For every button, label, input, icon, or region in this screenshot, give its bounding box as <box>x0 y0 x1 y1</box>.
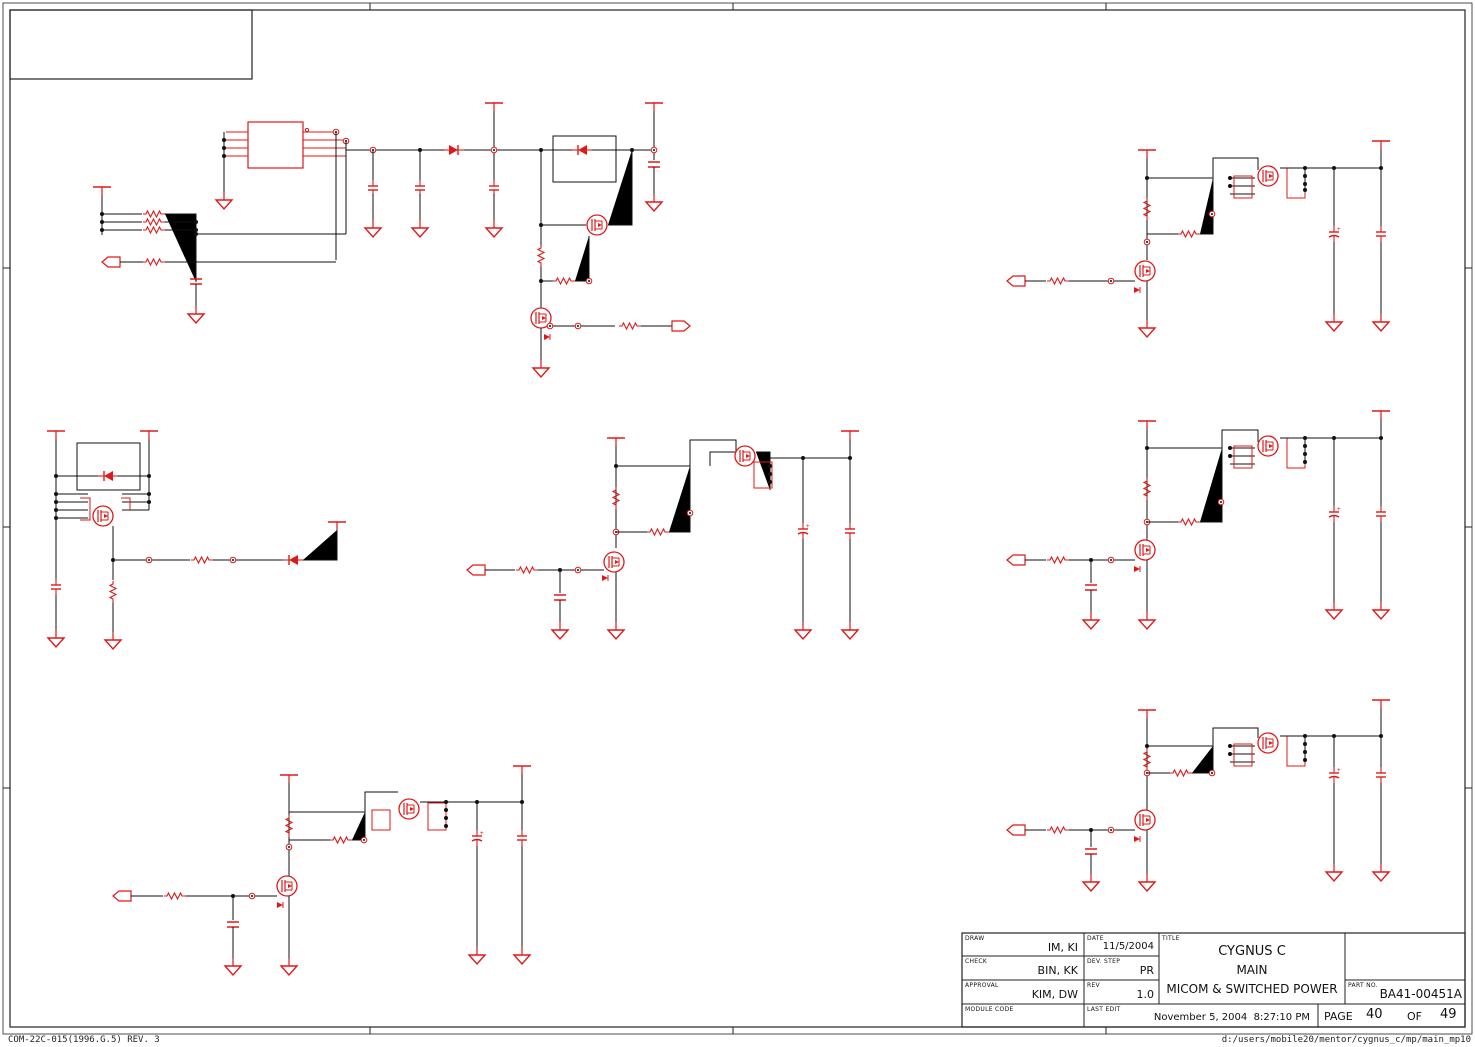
part-no-label: PART NO. <box>1348 982 1378 989</box>
title-label: TITLE <box>1162 935 1180 942</box>
draw-value: IM, KI <box>1047 941 1078 954</box>
part-no-value: BA41-00451A <box>1379 987 1462 1001</box>
rev-value: 1.0 <box>1136 988 1155 1001</box>
page-value: 40 <box>1366 1007 1383 1022</box>
dev-step-label: DEV. STEP <box>1087 958 1121 965</box>
title-block-frame <box>961 932 1466 1028</box>
left-switch-circuit <box>46 430 347 650</box>
module-code-label: MODULE CODE <box>965 1006 1014 1013</box>
title-line-1: CYGNUS C <box>1218 944 1286 959</box>
check-label: CHECK <box>965 958 988 965</box>
draw-label: DRAW <box>965 935 985 942</box>
date-label: DATE <box>1087 935 1104 942</box>
page-label: PAGE <box>1324 1010 1353 1023</box>
check-value: BIN, KK <box>1037 964 1078 977</box>
dev-step-value: PR <box>1139 964 1154 977</box>
rev-label: REV <box>1087 982 1100 989</box>
form-code: COM-22C-015(1996.G.5) REV. 3 <box>8 1035 160 1045</box>
right-switch-circuit-2 <box>1006 410 1391 630</box>
bottom-left-switch-circuit <box>112 765 532 976</box>
of-value: 49 <box>1440 1007 1457 1022</box>
file-path: d:/users/mobile20/mentor/cygnus_c/mp/mai… <box>1221 1035 1471 1045</box>
of-label: OF <box>1407 1010 1422 1023</box>
title-line-2: MAIN <box>1236 963 1268 977</box>
right-switch-circuit-1 <box>1006 140 1391 338</box>
date-value: 11/5/2004 <box>1102 941 1154 952</box>
last-edit-label: LAST EDIT <box>1087 1006 1121 1013</box>
approval-label: APPROVAL <box>965 982 999 989</box>
right-switch-circuit-3 <box>1006 699 1391 892</box>
micom-reset-circuit <box>92 102 691 378</box>
last-edit-value: November 5, 2004 8:27:10 PM <box>1153 1012 1310 1023</box>
center-switch-circuit <box>466 430 860 640</box>
approval-value: KIM, DW <box>1031 988 1078 1001</box>
title-line-3: MICOM & SWITCHED POWER <box>1166 982 1338 996</box>
